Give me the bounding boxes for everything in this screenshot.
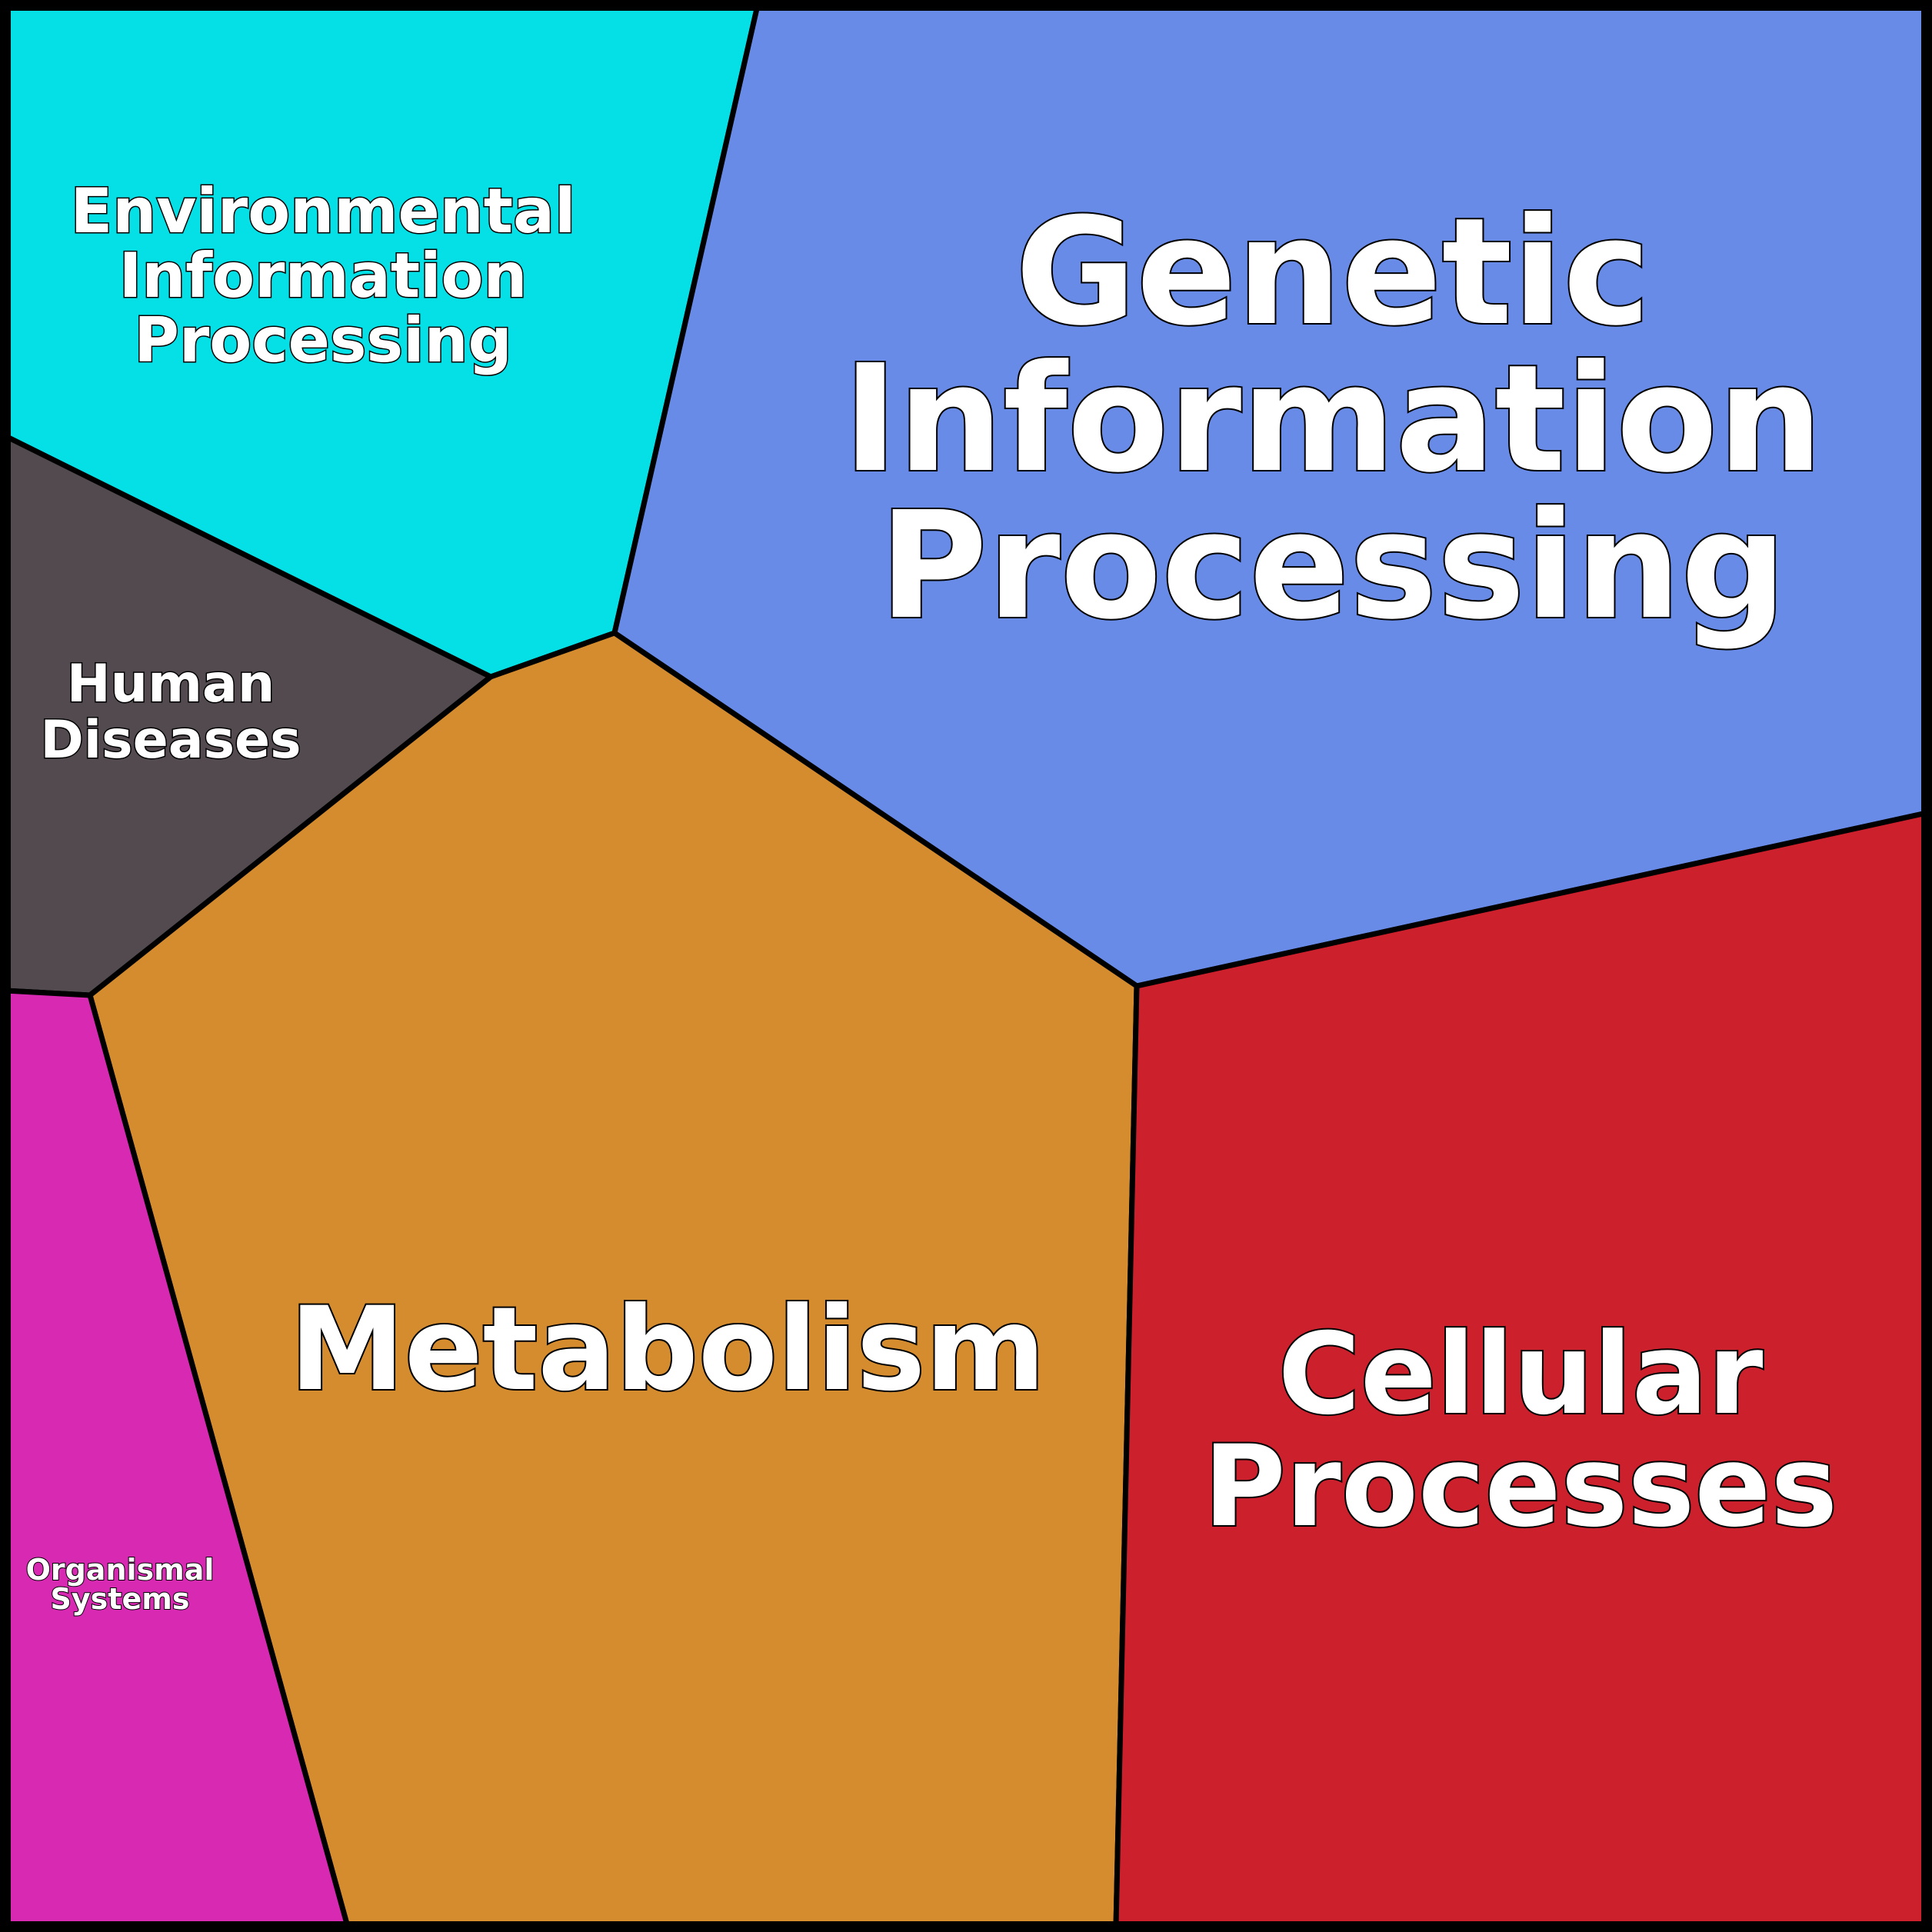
cell-label-line: Human (67, 654, 275, 715)
cell-label-line: Processing (879, 481, 1787, 652)
cell-label-metabolism: Metabolism (290, 1283, 1046, 1417)
cell-label-line: Processes (1204, 1421, 1838, 1552)
cell-label-line: Genetic (1015, 187, 1651, 358)
cell-label-line: Systems (51, 1582, 190, 1616)
cell-label-line: Information (119, 240, 528, 311)
cell-label-line: Environmental (71, 175, 576, 247)
cell-label-line: Diseases (40, 710, 301, 771)
cell-label-line: Cellular (1278, 1309, 1764, 1440)
cell-label-line: Information (843, 334, 1823, 505)
cell-label-line: Organismal (26, 1553, 215, 1587)
cell-label-line: Processing (134, 305, 512, 376)
cell-label-line: Metabolism (290, 1283, 1046, 1417)
